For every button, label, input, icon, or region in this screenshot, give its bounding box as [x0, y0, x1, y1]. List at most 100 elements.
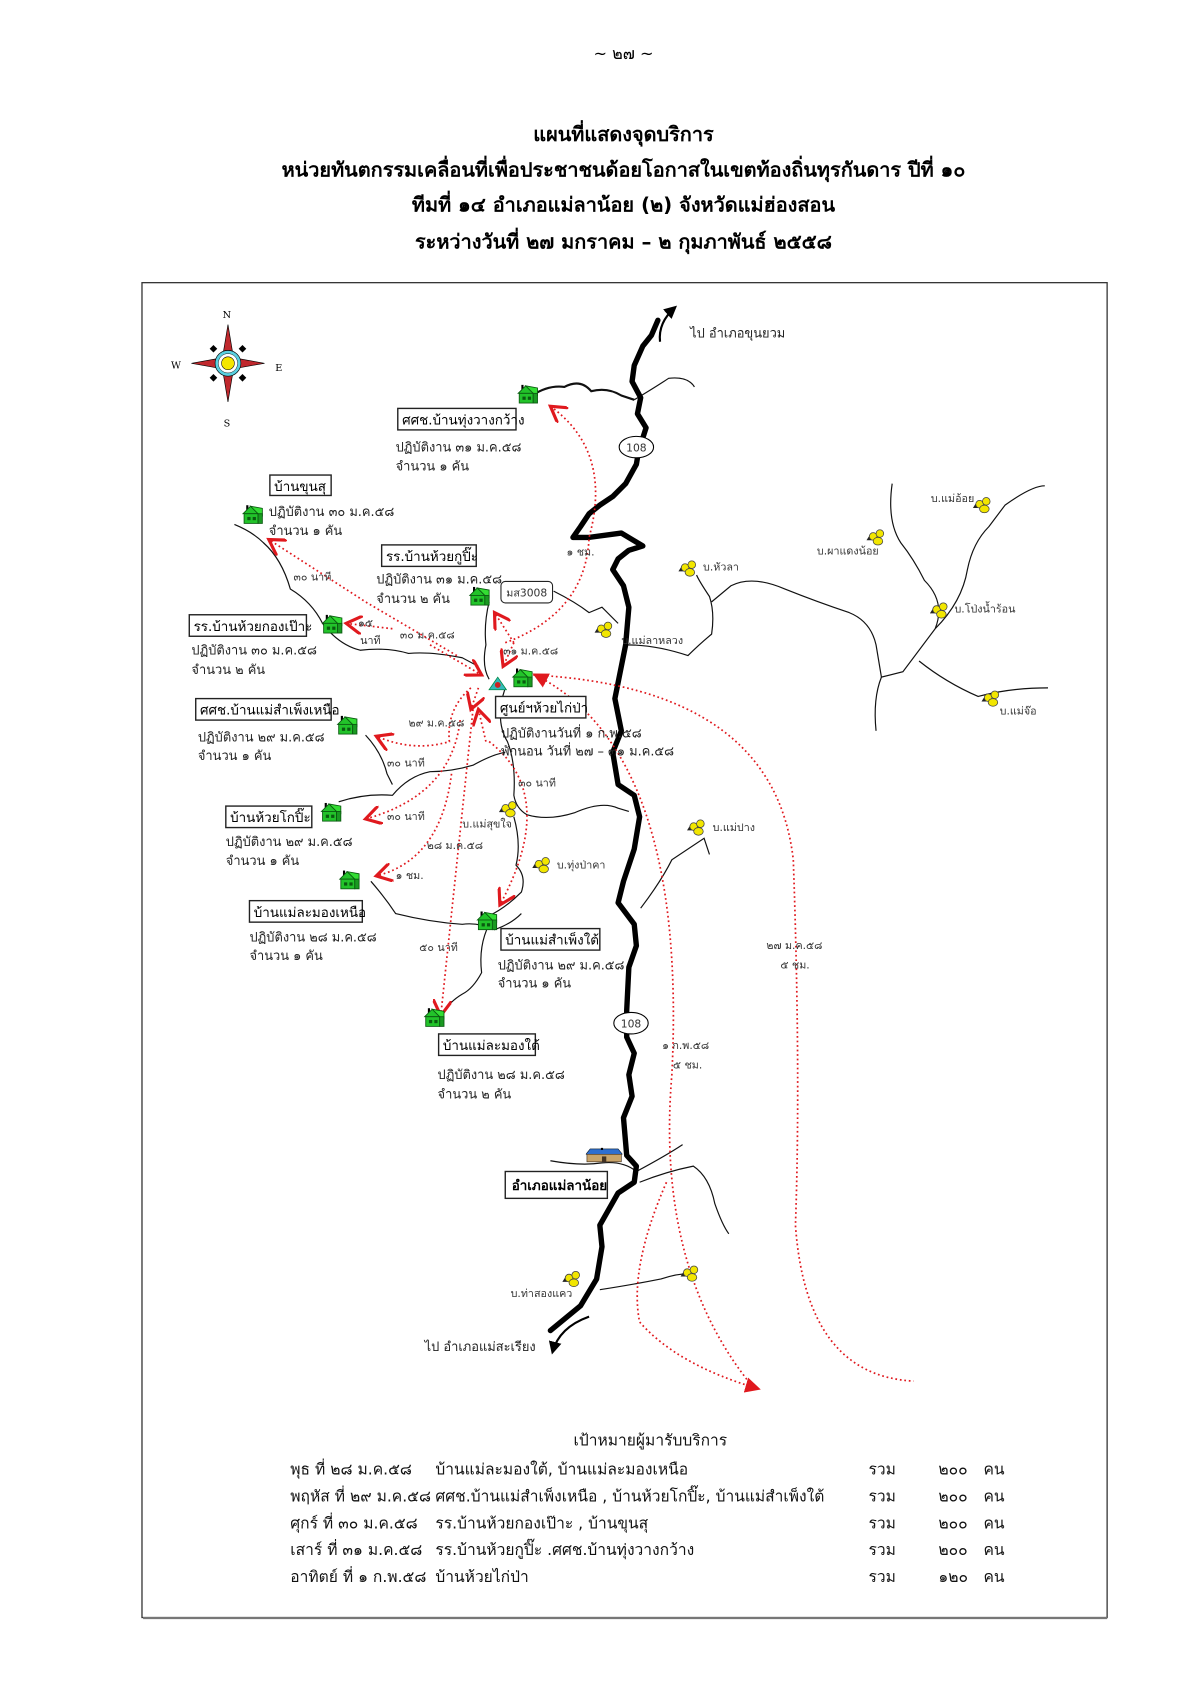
row-unit: คน: [984, 1487, 1005, 1505]
route-label: ๓๐ นาที: [518, 777, 556, 790]
tent-icon: [488, 676, 507, 691]
house-icon: [322, 614, 343, 634]
road-number: 108: [626, 441, 647, 454]
house-icon: [424, 1008, 445, 1027]
route-label: ๓๐ นาที: [387, 756, 425, 769]
road-number: 108: [621, 1017, 642, 1030]
village-icon: [498, 801, 517, 818]
title-line-2: หน่วยทันตกรรมเคลื่อนที่เพื่อประชาชนด้อยโ…: [282, 154, 966, 182]
route-label: ๕๐ นาที: [419, 941, 458, 954]
service-point-name: รร.บ้านห้วยกูปิ๊ะ: [386, 546, 478, 565]
to-khun-yuam-label: ไป อำเภอขุนยวม: [689, 325, 785, 341]
route-label: ๑ ชม.: [396, 869, 424, 882]
route-label: ๕ ชม.: [780, 958, 809, 971]
district-office-icon: [585, 1147, 623, 1163]
service-point[interactable]: รร.บ้านห้วยกูปิ๊ะ ปฏิบัติงาน ๓๑ ม.ค.๕๘ จ…: [376, 544, 502, 607]
route-labels: ๓๐ นาที ๑๕ นาที ๓๐ ม.ค.๕๘ ๑ ชม. ๓๑ ม.ค.๕…: [294, 546, 823, 1072]
house-icon: [339, 870, 360, 890]
route-label: ๑๕: [358, 617, 373, 630]
compass-e: E: [275, 363, 282, 374]
village-icon: [866, 529, 885, 546]
targets-row: พุธ ที่ ๒๘ ม.ค.๕๘ บ้านแม่ละมองใต้, บ้านแ…: [290, 1459, 1005, 1480]
village-icon: [532, 857, 550, 874]
village-label: บ.ผาแดงน้อย: [817, 545, 879, 558]
service-center[interactable]: ศูนย์ฯห้วยไก่ป่า ปฏิบัติงานวันที่ ๑ ก.พ.…: [488, 668, 674, 760]
row-count: ๒๐๐: [938, 1487, 967, 1505]
compass-s: S: [224, 419, 231, 430]
row-total-label: รวม: [869, 1514, 896, 1532]
district-office-label: อำเภอแม่ลาน้อย: [512, 1178, 608, 1194]
district-office-box: [504, 1170, 609, 1200]
service-point-vehicles: จำนวน ๑ คัน: [498, 977, 572, 992]
service-point-date: ปฏิบัติงาน ๒๙ ม.ค.๕๘: [198, 731, 325, 746]
row-day: พฤหัส ที่ ๒๙ ม.ค.๕๘: [290, 1485, 431, 1505]
row-total-label: รวม: [869, 1541, 896, 1559]
row-places: บ้านแม่ละมองใต้, บ้านแม่ละมองเหนือ: [435, 1461, 688, 1479]
compass-n: N: [223, 310, 232, 321]
row-count: ๑๒๐: [938, 1568, 968, 1586]
service-point[interactable]: รร.บ้านห้วยกองเป๊าะ ปฏิบัติงาน ๓๐ ม.ค.๕๘…: [188, 614, 343, 678]
row-count: ๒๐๐: [938, 1461, 967, 1479]
village-label: บ.แม่ลาหลวง: [621, 634, 683, 647]
row-count: ๒๐๐: [938, 1541, 967, 1559]
villages: บ.แม่ลาหลวง บ.หัวลา บ.ผาแดงน้อย บ.แม่อ้อ…: [462, 492, 1036, 1300]
route-label: ๓๐ ม.ค.๕๘: [400, 628, 455, 641]
service-point[interactable]: ศศช.บ้านแม่สำเพ็งเหนือ ปฏิบัติงาน ๒๙ ม.ค…: [195, 697, 358, 764]
service-point-date: ปฏิบัติงาน ๓๑ ม.ค.๕๘: [396, 440, 522, 455]
service-point[interactable]: บ้านขุนสุ ปฏิบัติงาน ๓๐ ม.ค.๕๘ จำนวน ๑ ค…: [242, 474, 395, 539]
row-day: เสาร์ ที่ ๓๑ ม.ค.๕๘: [290, 1539, 422, 1559]
targets-row: ศุกร์ ที่ ๓๐ ม.ค.๕๘ รร.บ้านห้วยกองเป๊าะ …: [290, 1512, 1005, 1533]
village-icon: [594, 621, 613, 638]
title-line-3: ทีมที่ ๑๔ อำเภอแม่ลาน้อย (๒) จังหวัดแม่ฮ…: [412, 190, 836, 217]
house-icon: [512, 668, 533, 688]
row-total-label: รวม: [869, 1487, 896, 1505]
service-point[interactable]: บ้านแม่ละมองใต้ ปฏิบัติงาน ๒๘ ม.ค.๕๘ จำน…: [424, 1008, 565, 1102]
village-label: บ.โป่งน้ำร้อน: [955, 601, 1017, 616]
row-places: รร.บ้านห้วยกองเป๊าะ , บ้านขุนสุ: [435, 1514, 648, 1533]
house-icon: [320, 802, 342, 822]
service-point-vehicles: จำนวน ๒ คัน: [376, 592, 450, 607]
compass-rose-icon: [191, 324, 265, 403]
route-label: ๓๐ นาที: [294, 570, 332, 583]
row-day: ศุกร์ ที่ ๓๐ ม.ค.๕๘: [290, 1512, 417, 1533]
service-point-date: ปฏิบัติงาน ๓๑ ม.ค.๕๘: [376, 573, 502, 588]
road-code-box: [500, 580, 554, 604]
village-label: บ.แม่ปาง: [713, 821, 755, 834]
service-point-vehicles: จำนวน ๑ คัน: [396, 460, 470, 475]
service-point[interactable]: บ้านแม่สำเพ็งใต้ ปฏิบัติงาน ๒๙ ม.ค.๕๘ จำ…: [476, 911, 625, 992]
house-icon: [517, 384, 539, 404]
house-icon: [337, 715, 358, 735]
service-point-date: ปฏิบัติงาน ๓๐ ม.ค.๕๘: [269, 505, 395, 520]
village-icon: [678, 560, 696, 577]
row-unit: คน: [984, 1568, 1005, 1586]
title-line-1: แผนที่แสดงจุดบริการ: [533, 119, 714, 147]
row-unit: คน: [984, 1514, 1005, 1532]
service-point-vehicles: จำนวน ๑ คัน: [198, 749, 272, 764]
row-places: ศศช.บ้านแม่สำเพ็งเหนือ , บ้านห้วยโกปิ๊ะ,…: [435, 1484, 824, 1505]
targets-row: พฤหัส ที่ ๒๙ ม.ค.๕๘ ศศช.บ้านแม่สำเพ็งเหน…: [290, 1484, 1005, 1505]
service-point-date: ปฏิบัติงาน ๓๐ ม.ค.๕๘: [191, 644, 317, 659]
service-point-name: บ้านแม่ละมองเหนือ: [254, 905, 366, 921]
service-point[interactable]: บ้านห้วยโกปิ๊ะ ปฏิบัติงาน ๒๙ ม.ค.๕๘ จำนว…: [225, 802, 353, 869]
service-point-date: ปฏิบัติงาน ๒๙ ม.ค.๕๘: [226, 835, 353, 850]
row-unit: คน: [984, 1461, 1005, 1479]
service-point[interactable]: ศศช.บ้านทุ่งวางกว้าง ปฏิบัติงาน ๓๑ ม.ค.๕…: [396, 384, 539, 475]
service-point-name: ศศช.บ้านทุ่งวางกว้าง: [402, 413, 524, 429]
row-day: อาทิตย์ ที่ ๑ ก.พ.๕๘: [290, 1566, 426, 1586]
compass-w: W: [171, 361, 181, 372]
service-point[interactable]: บ้านแม่ละมองเหนือ ปฏิบัติงาน ๒๘ ม.ค.๕๘ จ…: [248, 870, 377, 964]
service-point-vehicles: จำนวน ๒ คัน: [438, 1087, 512, 1102]
row-total-label: รวม: [869, 1568, 896, 1586]
service-point-name: บ้านแม่สำเพ็งใต้: [505, 931, 599, 949]
route-label: ๑ ก.พ.๕๘: [662, 1039, 709, 1052]
row-day: พุธ ที่ ๒๘ ม.ค.๕๘: [290, 1459, 412, 1480]
route-label: ๒๙ ม.ค.๕๘: [409, 717, 465, 730]
targets-row: อาทิตย์ ที่ ๑ ก.พ.๕๘ บ้านห้วยไก่ป่า รวม …: [290, 1566, 1005, 1586]
row-count: ๒๐๐: [938, 1514, 967, 1532]
arrow-north-icon: [658, 305, 678, 342]
road-marker: [618, 435, 655, 459]
house-icon: [242, 505, 263, 524]
to-mae-sariang-label: ไป อำเภอแม่สะเรียง: [424, 1339, 536, 1355]
service-point-vehicles: จำนวน ๑ คัน: [269, 524, 343, 539]
